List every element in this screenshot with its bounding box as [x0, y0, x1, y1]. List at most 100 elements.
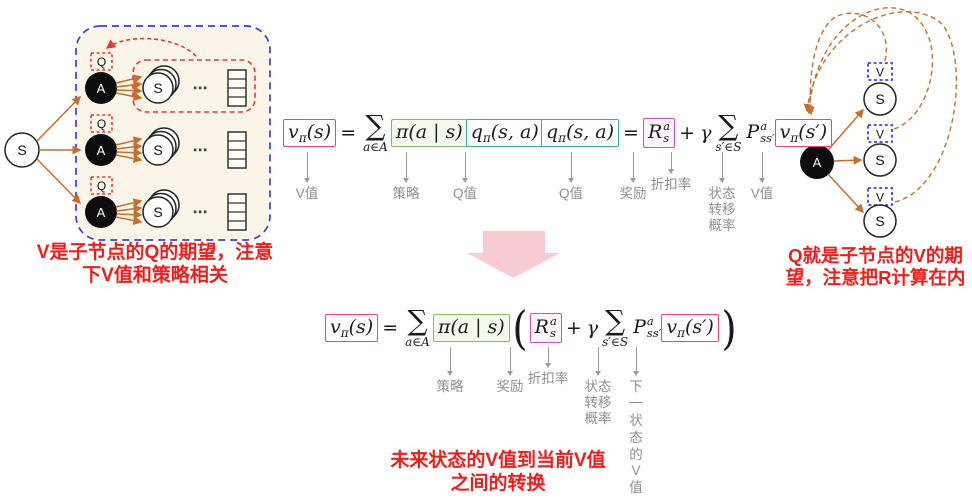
transition-label: 状态转移概率 — [584, 379, 612, 427]
bottom-annotation: 未来状态的V值到当前V值 之间的转换 — [390, 450, 606, 494]
list-icon — [227, 69, 247, 107]
action-row: Q A S ⋯ — [85, 52, 247, 107]
right-tree-diagram: Q A V S V S V S — [800, 7, 958, 238]
math-subscript: π — [298, 131, 307, 145]
state-label: S — [875, 91, 884, 107]
down-arrow — [506, 347, 513, 376]
math-superscript: a — [549, 314, 557, 329]
v-label: V — [876, 191, 884, 205]
action-to-state-arrows — [827, 108, 865, 214]
gamma-symbol: γ — [586, 317, 599, 339]
action-node — [85, 134, 117, 166]
down-arrow — [594, 347, 601, 376]
sum-operator: ∑s′∈S — [715, 109, 741, 153]
q-value-label: Q值 — [558, 186, 584, 201]
down-arrow — [402, 152, 409, 183]
q-annotation-box — [90, 114, 113, 133]
state-node — [863, 143, 897, 177]
math-args: (s, a) — [566, 121, 615, 144]
math-subscript: s — [549, 326, 556, 340]
reward-label: 奖励 — [619, 186, 647, 201]
discount-label: 折扣率 — [650, 177, 692, 192]
discount-label: 折扣率 — [527, 371, 569, 386]
state-label: S — [153, 142, 162, 158]
action-node — [800, 145, 834, 179]
math-args: (s′) — [798, 121, 828, 144]
states-stack — [142, 189, 180, 228]
down-arrow — [718, 152, 725, 183]
next-state-v-label: 下一状态的V值 — [629, 379, 643, 496]
state-label: S — [153, 204, 162, 220]
state-with-v: V S — [863, 62, 897, 116]
transition-label: 状态转移概率 — [708, 186, 736, 234]
state-label: S — [875, 152, 884, 168]
math-symbol: v — [779, 121, 791, 144]
action-label: A — [97, 205, 106, 220]
v-to-q-dashed-arrow — [105, 37, 197, 57]
math-superscript: a — [760, 119, 768, 134]
transition-arrows — [115, 198, 143, 225]
v-value-label: V值 — [750, 186, 774, 201]
sigma-symbol: ∑ — [718, 109, 739, 143]
sigma-symbol: ∑ — [605, 304, 626, 338]
v-to-q-dashed-arcs — [803, 7, 958, 203]
math-args: (s) — [306, 121, 332, 144]
down-block-arrow — [467, 231, 560, 278]
math-symbol: R — [534, 316, 549, 339]
down-arrow — [446, 347, 453, 376]
action-label: A — [813, 155, 822, 170]
down-arrow — [758, 152, 765, 183]
ellipsis: ⋯ — [193, 203, 208, 221]
math-symbol: q — [546, 121, 559, 144]
open-paren: ( — [512, 300, 528, 355]
list-icon — [227, 193, 247, 231]
policy-label: 策略 — [436, 379, 464, 394]
v-value-label: V值 — [295, 186, 319, 201]
action-row: Q A S ⋯ — [85, 114, 247, 169]
math-args: (s, a) — [490, 121, 539, 144]
action-node — [85, 72, 117, 104]
q-annotation-box — [90, 176, 113, 195]
policy-box: π(a | s) — [432, 314, 510, 342]
math-subscript: π — [790, 131, 799, 145]
q-label: Q — [97, 179, 106, 193]
down-arrow — [629, 152, 636, 183]
math-subscript: π — [482, 131, 491, 145]
sum-operator: ∑a∈A — [363, 109, 388, 154]
sigma-symbol: ∑ — [365, 109, 386, 143]
state-node — [863, 204, 897, 238]
sum-index: a∈A — [405, 334, 430, 349]
sum-index: s′∈S — [602, 334, 629, 349]
math-symbol: v — [288, 121, 299, 144]
v-label: V — [876, 66, 884, 80]
math-symbol: R — [647, 121, 663, 144]
down-arrow — [461, 152, 468, 183]
root-state-label: S — [17, 142, 26, 158]
math-superscript: a — [646, 314, 654, 329]
math-symbol: v — [666, 316, 678, 339]
policy-label: 策略 — [392, 186, 420, 201]
policy-box: π(a | s) — [390, 119, 468, 147]
sum-operator: ∑s′∈S — [602, 304, 629, 349]
transition-arrows — [115, 74, 143, 101]
sum-index: a∈A — [363, 139, 388, 154]
states-group-highlight — [132, 59, 256, 113]
ellipsis: ⋯ — [193, 141, 208, 159]
down-arrow — [303, 152, 310, 183]
down-arrow — [667, 152, 674, 174]
sum-operator: ∑a∈A — [405, 307, 430, 349]
states-stack — [142, 65, 180, 104]
left-tree-diagram: S Q A S ⋯ Q — [4, 25, 271, 241]
gamma-symbol: γ — [700, 122, 712, 144]
v-label: V — [876, 128, 884, 142]
q-annotation-box — [90, 52, 113, 71]
q-label: Q — [97, 117, 106, 131]
